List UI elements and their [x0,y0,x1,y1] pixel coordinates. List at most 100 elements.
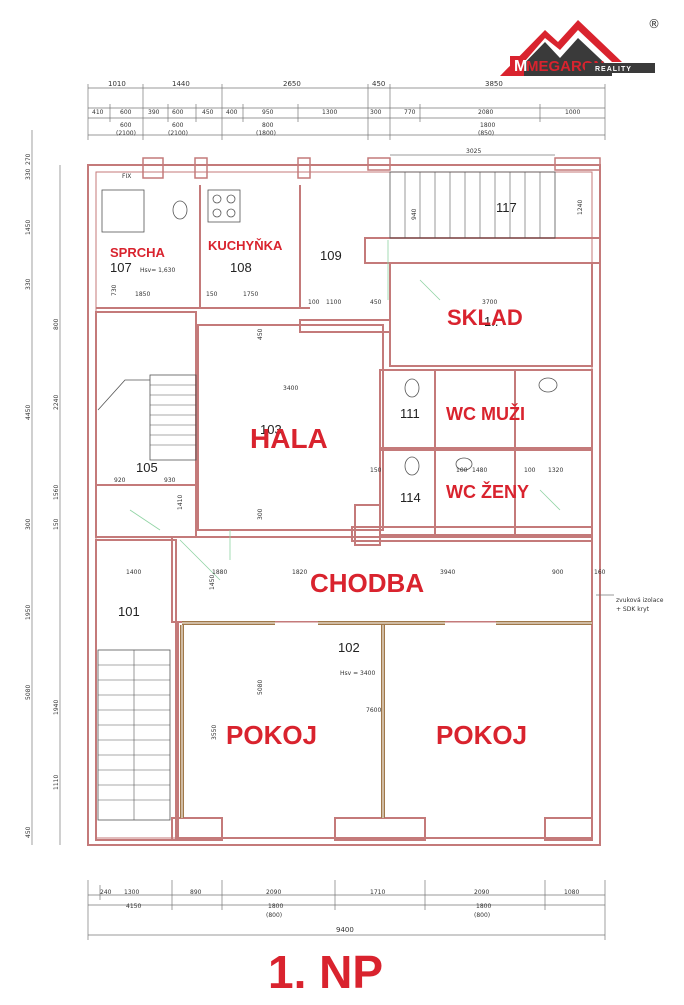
room-102-note: Hsv = 3400 [340,670,375,677]
room-number-105: 105 [136,460,158,475]
dim-left-300: 300 [25,518,32,530]
room-number-103: 103 [260,422,282,437]
dim-3940: 3940 [440,569,455,576]
room-number-102: 102 [338,640,360,655]
dim-100: 100 [308,299,320,306]
dim-1750: 1750 [243,291,258,298]
dim-3550: 3550 [211,725,218,740]
stair-105 [97,374,197,461]
dim-bot-1080: 1080 [564,889,579,896]
room-numbers: 107 Hsv= 1,630 108 109 117 1.. 103 111 1… [110,200,517,677]
dim-930: 930 [164,477,176,484]
room-number-101: 101 [118,604,140,619]
dim-1880: 1880 [212,569,227,576]
bathroom-fixtures [101,189,558,476]
dim-410: 410 [92,109,104,116]
label-wc-muzi: WC MUŽI [446,403,525,424]
dim-bot-240: 240 [100,889,112,896]
dim-bot-2090a: 2090 [266,889,281,896]
stair-101 [97,649,171,821]
dim-1300: 1300 [322,109,337,116]
stair-117 [389,171,556,239]
dim-1410: 1410 [177,495,184,510]
dim-left-270: 270 [25,153,32,165]
dim-left-450: 450 [25,826,32,838]
left-dimensions: 270 330 1450 330 800 2240 4450 1560 300 … [25,130,61,845]
dim-bot-2090b: 2090 [474,889,489,896]
dim-left-800: 800 [53,318,60,330]
dim-1850: 1850 [135,291,150,298]
megaron-logo: M MEGARON REALITY ® [500,17,660,76]
dim-160: 160 [594,569,606,576]
room-107-note: Hsv= 1,630 [140,267,175,274]
dim-1800a: (1800) [256,130,276,137]
dim-730: 730 [111,284,118,296]
room-number-114: 114 [400,490,421,505]
dim-940: 940 [411,208,418,220]
dim-top-450: 450 [372,80,385,88]
dim-bot-9400: 9400 [336,926,354,934]
dim-top-2650: 2650 [283,80,301,88]
dim-bot-1800b: 1800 [476,903,491,910]
room-number-109: 109 [320,248,342,263]
dim-1000: 1000 [565,109,580,116]
floor-label: 1. NP [268,946,383,998]
dim-left-2240: 2240 [53,395,60,410]
top-dimensions: 1010 1440 2650 450 3850 410 600 390 600 … [87,80,606,156]
insulation-label-2: + SDK kryt [616,606,650,613]
dim-top-1440: 1440 [172,80,190,88]
dim-600a: 600 [120,109,132,116]
dim-3025: 3025 [466,148,481,155]
dim-390: 390 [148,109,160,116]
dim-left-4450: 4450 [25,405,32,420]
dim-5080b: 5080 [257,680,264,695]
dim-bot-800a: (800) [266,912,282,919]
dim-1480: 1480 [472,467,487,474]
dim-left-1110: 1110 [53,775,60,790]
dim-400: 400 [226,109,238,116]
dim-3700: 3700 [482,299,497,306]
dim-top-1010: 1010 [108,80,126,88]
dim-bot-4150: 4150 [126,903,141,910]
fix-label: FIX [122,173,131,180]
dim-left-330a: 330 [25,168,32,180]
label-kuchynka: KUCHYŇKA [208,238,283,253]
interior-dimensions: 1850 150 1750 100 1100 450 3700 3400 920… [111,200,606,740]
dim-600b: 600 [172,109,184,116]
dim-850: (850) [478,130,494,137]
dim-2100a: (2100) [116,130,136,137]
label-hala: HALA [250,423,328,454]
label-sprcha: SPRCHA [110,245,166,260]
room-number-107: 107 [110,260,132,275]
dim-920: 920 [114,477,126,484]
dim-800: 800 [262,122,274,129]
dim-7600: 7600 [366,707,381,714]
dim-1450b: 1450 [209,575,216,590]
dim-left-1560: 1560 [53,485,60,500]
dim-150: 150 [206,291,218,298]
label-wc-zeny: WC ŽENY [446,481,529,502]
dim-450: 450 [202,109,214,116]
dim-450b: 450 [370,299,382,306]
dim-left-150: 150 [53,518,60,530]
label-pokoj-right: POKOJ [436,720,527,750]
dim-left-330b: 330 [25,278,32,290]
room-number-111: 111 [400,406,420,421]
logo-sub: REALITY [595,66,632,73]
dim-150b: 150 [370,467,382,474]
dim-3400: 3400 [283,385,298,392]
dim-600d: 600 [172,122,184,129]
dim-left-1450: 1450 [25,220,32,235]
bottom-dimensions: 240 1300 890 2090 1710 2090 1080 4150 18… [87,880,606,940]
dim-900: 900 [552,569,564,576]
dim-1240: 1240 [577,200,584,215]
dim-1100: 1100 [326,299,341,306]
label-pokoj-left: POKOJ [226,720,317,750]
dim-2100b: (2100) [168,130,188,137]
dim-left-1940: 1940 [53,700,60,715]
dim-1320: 1320 [548,467,563,474]
svg-text:M: M [514,58,527,75]
dim-bot-800b: (800) [474,912,490,919]
label-chodba: CHODBA [310,568,424,598]
dim-bot-1800a: 1800 [268,903,283,910]
